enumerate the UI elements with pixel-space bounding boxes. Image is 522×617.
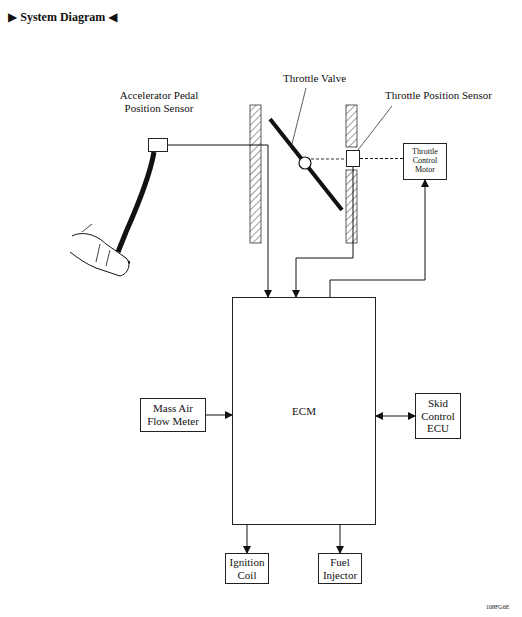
box-label: ECM [292,405,316,418]
foot-outline [70,234,129,276]
signal-line [296,167,353,297]
box-label: Skid Control ECU [419,397,457,435]
bore-wall [346,170,357,243]
sensor-box: Throttle Position Sensor [346,150,360,167]
signal-line [376,416,415,417]
bore-wall [346,105,357,147]
shoe-detail [82,224,110,266]
mechanical-link [360,158,403,159]
box-label: Fuel Injector [322,556,358,581]
box-label: Throttle Control Motor [407,148,443,174]
figure-code: 108FG6E [486,604,509,610]
component-box: Skid Control ECU [415,393,461,439]
part-label: Throttle Valve [283,72,346,84]
shaft-link [311,159,346,160]
component-box: Fuel Injector [318,553,362,584]
signal-line [247,525,248,553]
signal-line [168,145,268,297]
signal-line [340,525,341,553]
sensor-label: Throttle Position Sensor [385,89,492,102]
component-box: Throttle Control Motor [403,143,447,180]
leader-line [292,88,306,144]
bore-wall [250,105,261,243]
component-box: Mass Air Flow Meter [140,398,206,432]
pedal-arm [118,152,154,252]
component-box: Ignition Coil [225,553,269,584]
leader-line [358,106,392,150]
diagram-title: ▶ System Diagram ◀ [8,10,117,25]
box-label: Ignition Coil [229,556,265,581]
valve-shaft [299,157,311,169]
signal-line [206,415,232,416]
box-label: Mass Air Flow Meter [144,402,202,427]
signal-line [330,180,425,297]
component-box: ECM [232,297,376,525]
sensor-label: Accelerator Pedal Position Sensor [113,89,205,114]
valve-plate [270,119,342,210]
sensor-box: Accelerator Pedal Position Sensor [148,138,168,152]
